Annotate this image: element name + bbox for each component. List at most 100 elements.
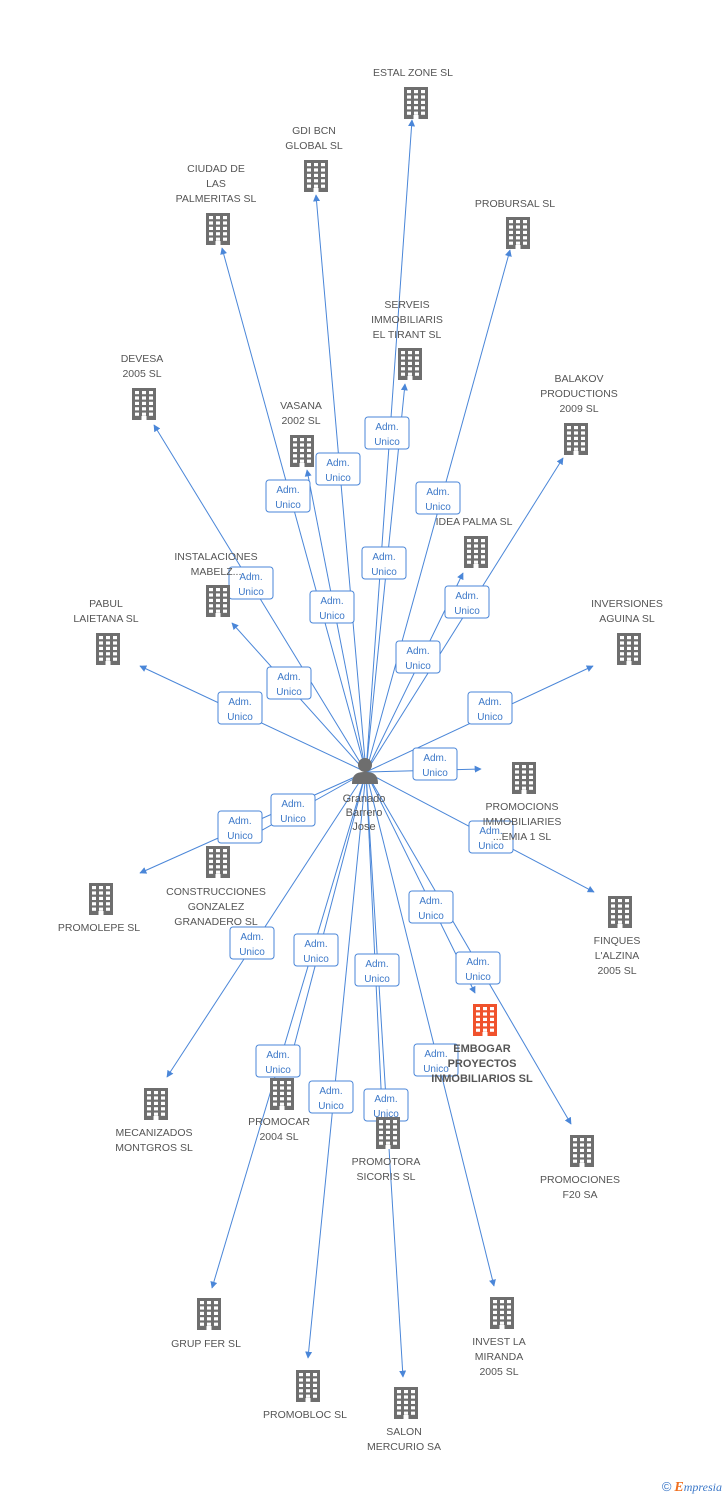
edge-label-promolepe[interactable]: Adm.Unico [217,810,263,844]
company-name-line-3: 2005 SL [479,1366,518,1378]
company-node-instalaciones[interactable]: INSTALACIONESMABELZ... [174,551,258,617]
building-icon [617,633,641,665]
edge-label-inversiones[interactable]: Adm.Unico [467,691,513,725]
edge-label-embogar[interactable]: Adm.Unico [408,890,454,924]
edge-label-ideapalma[interactable]: Adm.Unico [395,640,441,674]
company-name-line-1: SERVEIS [384,299,429,311]
company-node-grupfer[interactable]: GRUP FER SL [171,1298,241,1350]
edge-label-line-1: Adm. [426,487,449,498]
edge-label-line-1: Adm. [478,697,501,708]
edge-label-line-2: Unico [371,567,397,578]
edge-label-promobloc[interactable]: Adm.Unico [308,1080,354,1114]
edge-label-box [228,566,274,600]
brand-name: mpresia [683,1480,722,1494]
edge-label-box [255,1044,301,1078]
edge-label-pabul[interactable]: Adm.Unico [217,691,263,725]
brand-watermark: ©Empresia [662,1479,722,1496]
edge-label-line-1: Adm. [228,816,251,827]
edge-label-serveis[interactable]: Adm. Unico [361,546,407,580]
edge-label-estal[interactable]: Adm.Unico [364,416,410,450]
edge-label-vasana[interactable]: Adm.Unico [315,452,361,486]
company-name-line-1: PROMOCIONES [540,1174,620,1186]
edge-label-line-2: Unico [425,502,451,513]
company-name-line-1: ESTAL ZONE SL [373,67,453,79]
company-name-line-2: PROYECTOS [448,1058,517,1070]
company-name-line-2: MONTGROS SL [115,1142,193,1154]
person-node[interactable]: Granado Barrero Jose [343,758,386,833]
company-node-promolepe[interactable]: PROMOLEPE SL [58,883,140,934]
company-name-line-1: INSTALACIONES [174,551,257,563]
edge-label-box [467,691,513,725]
building-icon [206,846,230,878]
company-name-line-1: INVERSIONES [591,598,663,610]
edge-label-line-1: Adm. [372,552,395,563]
edge-label-line-2: Unico [418,911,444,922]
edge-label-instalaciones[interactable]: Adm.Unico [309,590,355,624]
edge-mecanizados [166,771,367,1078]
edge-label-mecanizados[interactable]: Adm.Unico [229,926,275,960]
edge-label-box [265,479,311,513]
edge-label-line-2: Unico [276,687,302,698]
edge-label-box [361,546,407,580]
edge-label-promotora[interactable]: Adm.Unico [354,953,400,987]
edge-label-promociones[interactable]: Adm.Unico [455,951,501,985]
building-icon [376,1117,400,1149]
company-name-line-1: SALON [386,1426,422,1438]
edge-label-finques[interactable]: Adm.Unico [468,820,514,854]
building-icon [304,160,328,192]
edge-label-devesa[interactable]: Adm.Unico [266,666,312,700]
edge-salon [365,771,407,1378]
edge-label-ciudad[interactable]: Adm.Unico [228,566,274,600]
company-name-line-1: PROMOCAR [248,1116,310,1128]
edge-labels-layer: Adm.UnicoAdm.UnicoAdm.UnicoAdm.UnicoAdm.… [217,416,514,1122]
company-node-probursal[interactable]: PROBURSAL SL [475,198,555,249]
edge-label-box [412,747,458,781]
edge-label-promocions[interactable]: Adm.Unico [412,747,458,781]
edge-label-line-1: Adm. [276,485,299,496]
edge-label-line-1: Adm. [304,939,327,950]
edge-label-box [415,481,461,515]
edge-label-salon[interactable]: Adm.Unico [363,1088,409,1122]
building-icon [270,1078,294,1110]
edge-label-line-2: Unico [373,1109,399,1120]
edge-label-balakov[interactable]: Adm.Unico [444,585,490,619]
edge-label-box [229,926,275,960]
edge-label-investla[interactable]: Adm.Unico [413,1043,459,1077]
company-name-line-2: GLOBAL SL [285,140,343,152]
edge-label-line-2: Unico [478,841,504,852]
edge-label-line-2: Unico [265,1065,291,1076]
company-name-line-2: IMMOBILIARIS [371,314,443,326]
edge-label-probursal[interactable]: Adm. Unico [415,481,461,515]
edge-label-promocar[interactable]: Adm.Unico [293,933,339,967]
building-icon [96,633,120,665]
company-node-promocar[interactable]: PROMOCAR 2004 SL [248,1078,310,1143]
person-name-line-3: Jose [352,821,375,833]
company-node-ideapalma[interactable]: IDEA PALMA SL [436,516,513,568]
edge-label-construcciones[interactable]: Adm.Unico [270,793,316,827]
edge-label-line-2: Unico [238,587,264,598]
edge-label-line-2: Unico [239,947,265,958]
company-node-promobloc[interactable]: PROMOBLOC SL [263,1370,347,1421]
edge-label-grupfer[interactable]: Adm.Unico [255,1044,301,1078]
company-node-estal[interactable]: ESTAL ZONE SL [373,67,453,119]
company-name-line-2: 2004 SL [259,1131,298,1143]
company-name-line-2: SICORIS SL [357,1171,416,1183]
edge-label-gdi[interactable]: Adm.Unico [265,479,311,513]
